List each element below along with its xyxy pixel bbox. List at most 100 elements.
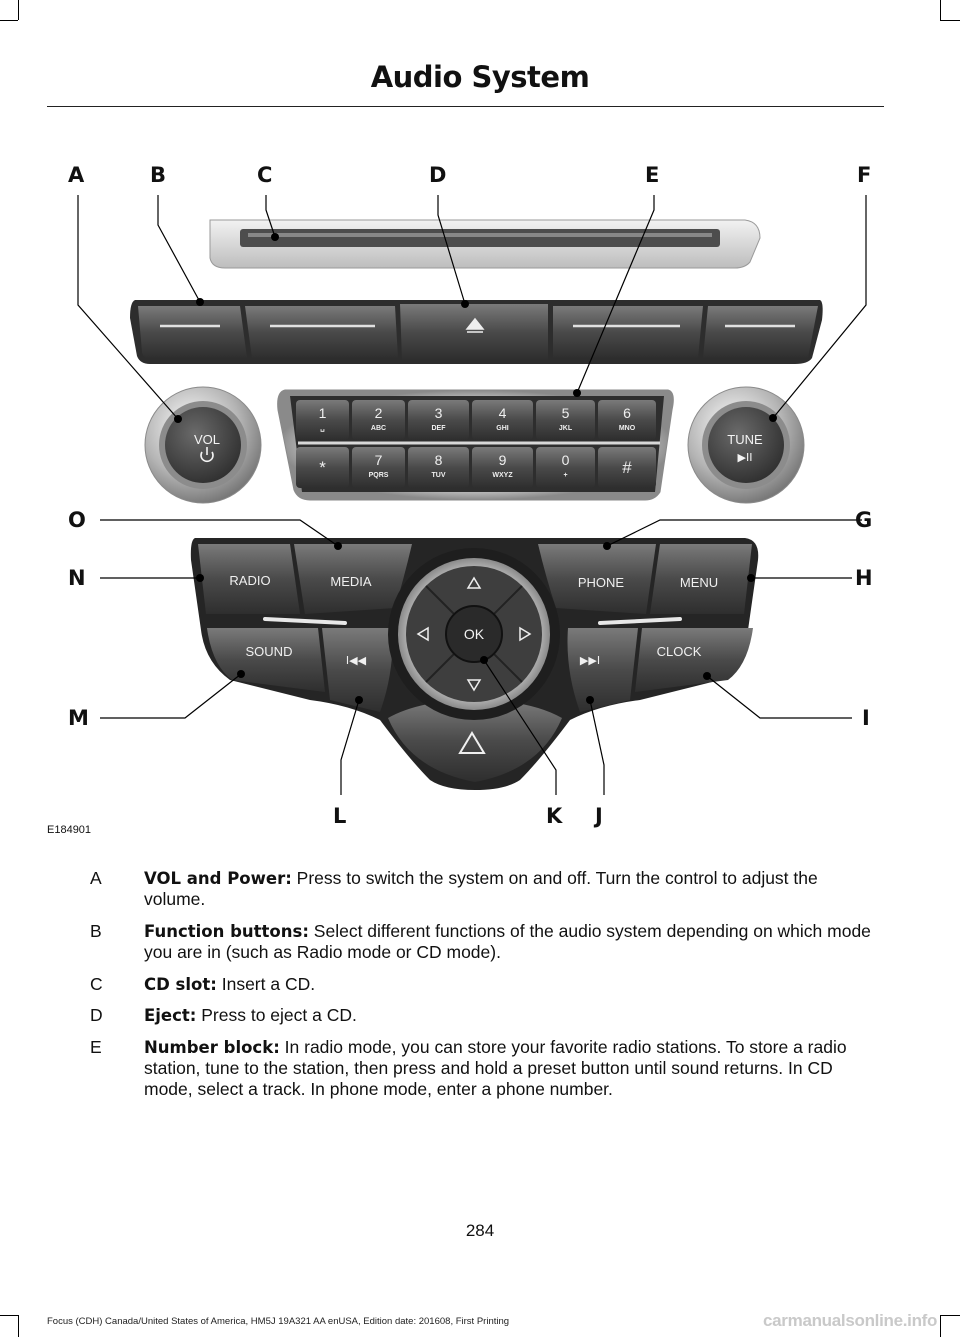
number-key[interactable] — [296, 400, 349, 440]
number-key[interactable] — [598, 447, 656, 488]
crop-mark — [940, 20, 960, 21]
seek-back-icon: I◀◀ — [346, 654, 367, 667]
number-key-digit: 2 — [375, 405, 383, 421]
description-letter: C — [90, 974, 103, 994]
media-button[interactable] — [294, 544, 412, 614]
crop-mark — [18, 0, 19, 20]
callout-n: N — [68, 566, 86, 590]
number-key[interactable] — [352, 400, 405, 440]
number-key-digit: 1 — [319, 405, 327, 421]
callout-c: C — [257, 163, 273, 187]
eject-icon — [465, 317, 485, 333]
clock-button[interactable] — [635, 628, 753, 692]
description-term: Number block: — [144, 1038, 280, 1057]
number-key-digit: 7 — [375, 452, 383, 468]
hazard-icon — [458, 731, 486, 754]
description-text: In radio mode, you can store your favori… — [144, 1037, 847, 1099]
number-key-digit: 6 — [623, 405, 631, 421]
ok-button[interactable] — [445, 605, 503, 663]
description-letter: E — [90, 1037, 102, 1057]
power-icon — [200, 447, 214, 463]
phone-button[interactable] — [538, 544, 656, 614]
description-text: Insert a CD. — [216, 974, 316, 994]
number-key-letters: ␣ — [320, 425, 325, 432]
callout-g: G — [855, 508, 873, 532]
sound-button[interactable] — [207, 628, 325, 692]
function-button-bar — [130, 300, 823, 364]
phone-label: PHONE — [578, 575, 625, 590]
media-label: MEDIA — [330, 574, 372, 589]
number-key-digit: 5 — [562, 405, 570, 421]
callout-m: M — [68, 706, 89, 730]
menu-label: MENU — [680, 575, 718, 590]
number-key[interactable] — [408, 447, 469, 488]
sound-label: SOUND — [246, 644, 293, 659]
callout-j: J — [595, 804, 603, 828]
radio-button[interactable] — [198, 544, 300, 614]
number-key-digit: * — [319, 458, 326, 477]
number-key[interactable] — [472, 400, 533, 440]
down-arrow-icon — [466, 679, 482, 692]
number-key[interactable] — [598, 400, 656, 440]
number-key-letters: TUV — [432, 472, 446, 479]
number-key[interactable] — [408, 400, 469, 440]
radio-label: RADIO — [229, 573, 270, 588]
number-key-digit: 9 — [499, 452, 507, 468]
callout-f: F — [857, 163, 872, 187]
number-key-letters: WXYZ — [492, 472, 513, 479]
tune-label: TUNE — [727, 432, 763, 447]
description-text: Select different functions of the audio … — [144, 921, 871, 962]
number-key-letters: JKL — [559, 425, 573, 432]
description-text: Press to eject a CD. — [196, 1005, 357, 1025]
number-key-letters: GHI — [496, 425, 509, 432]
function-button-1[interactable] — [138, 306, 247, 358]
number-key-letters: + — [563, 472, 567, 479]
tune-knob[interactable]: TUNE ▶II — [687, 386, 805, 504]
cd-slot — [209, 219, 761, 269]
number-key-letters: ABC — [371, 425, 386, 432]
indicator-bar-right — [598, 617, 682, 625]
number-key[interactable] — [536, 447, 595, 488]
ok-label: OK — [464, 626, 485, 642]
menu-button[interactable] — [650, 544, 752, 614]
description-letter: D — [90, 1005, 103, 1025]
number-key[interactable] — [296, 447, 349, 488]
crop-mark — [940, 0, 941, 20]
hazard-button[interactable] — [388, 700, 562, 782]
seek-forward-button[interactable] — [567, 628, 639, 712]
callout-l: L — [333, 804, 347, 828]
description-letter: B — [90, 921, 102, 941]
footer-text: Focus (CDH) Canada/United States of Amer… — [47, 1316, 510, 1327]
crop-mark — [18, 1315, 19, 1337]
description-term: Function buttons: — [144, 922, 309, 941]
function-button-4[interactable] — [703, 306, 818, 358]
description-term: Eject: — [144, 1006, 197, 1025]
callout-k: K — [546, 804, 563, 828]
function-button-3[interactable] — [553, 306, 703, 358]
number-key-digit: 3 — [435, 405, 443, 421]
callout-a: A — [68, 163, 85, 187]
vol-power-knob[interactable]: VOL — [144, 386, 262, 504]
seek-back-button[interactable] — [322, 628, 393, 712]
number-key-letters: MNO — [619, 425, 636, 432]
callout-dots — [174, 233, 777, 704]
number-key[interactable] — [536, 400, 595, 440]
callout-e: E — [645, 163, 660, 187]
crop-mark — [0, 20, 18, 21]
function-button-2[interactable] — [245, 306, 398, 358]
left-arrow-icon — [416, 626, 429, 642]
callout-leaders — [77, 195, 867, 795]
crop-mark — [0, 1315, 18, 1316]
number-key[interactable] — [352, 447, 405, 488]
indicator-bar-left — [263, 617, 347, 625]
seek-forward-icon: ▶▶I — [580, 654, 600, 667]
figure-id: E184901 — [47, 824, 92, 836]
callout-i: I — [862, 706, 870, 730]
description-text: Press to switch the system on and off. T… — [144, 868, 818, 909]
number-key[interactable] — [472, 447, 533, 488]
description-term: VOL and Power: — [144, 869, 292, 888]
number-key-letters: DEF — [432, 425, 447, 432]
